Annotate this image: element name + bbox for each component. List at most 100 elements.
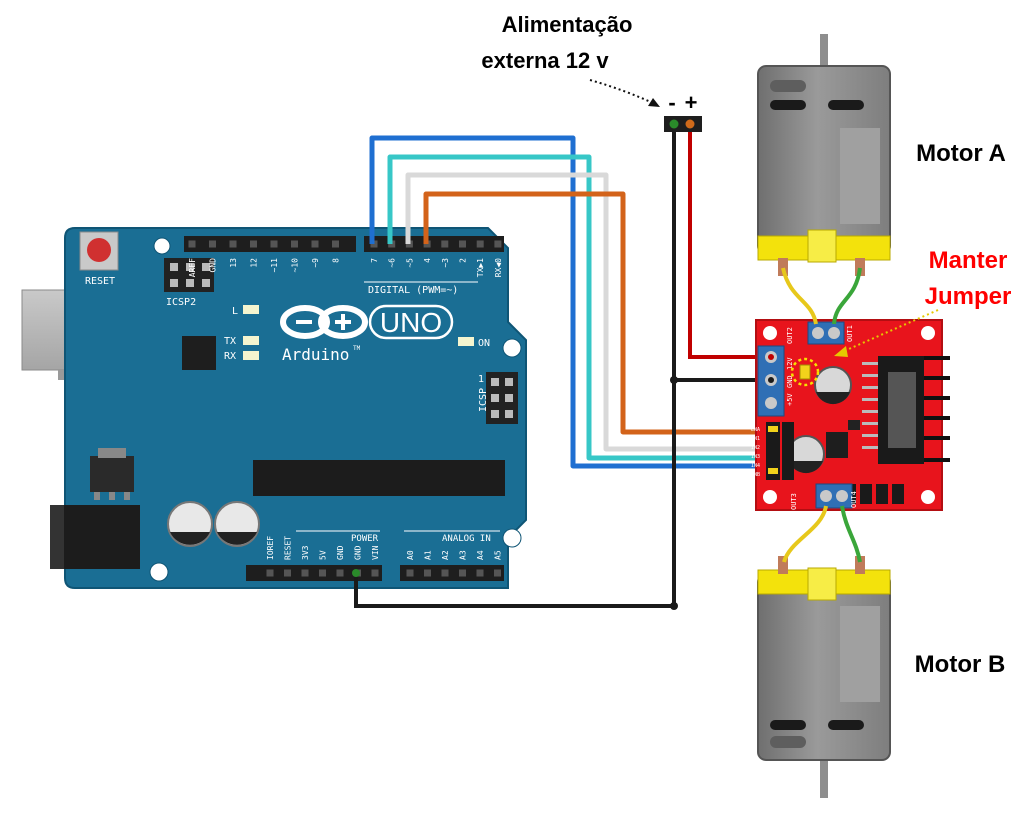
analog-pin-label: A5 bbox=[494, 550, 503, 560]
analog-pin-label: A0 bbox=[406, 550, 415, 560]
power-pin-hole bbox=[301, 569, 309, 577]
tx-label: TX bbox=[224, 336, 236, 347]
digital-pin-label: 12 bbox=[250, 258, 259, 268]
led-rx bbox=[243, 351, 259, 360]
digital-pin-hole bbox=[209, 240, 216, 248]
out1-label: OUT1 bbox=[846, 325, 854, 342]
capacitor-1 bbox=[167, 501, 213, 547]
driver-power-pin-label: 12V bbox=[786, 357, 794, 370]
icsp-header bbox=[486, 372, 518, 424]
digital-pin-hole bbox=[270, 240, 278, 248]
voltage-regulator bbox=[90, 456, 134, 492]
digital-pin-label: AREF bbox=[188, 258, 197, 277]
out2-label: OUT2 bbox=[786, 327, 794, 344]
terminal-out1-out2 bbox=[807, 321, 845, 345]
digital-pin-label: 4 bbox=[423, 258, 432, 263]
reset-button bbox=[79, 231, 119, 271]
arduino-pcb bbox=[64, 227, 527, 589]
digital-pin-hole bbox=[476, 240, 484, 248]
digital-pin-hole bbox=[229, 240, 237, 248]
digital-pin-label: GND bbox=[209, 258, 218, 273]
icsp-label: ICSP bbox=[478, 388, 489, 412]
motor-b-wire-yellow bbox=[782, 505, 828, 563]
power-pin-label: 5V bbox=[319, 550, 328, 560]
control-header bbox=[766, 422, 794, 480]
terminal-out3-out4 bbox=[815, 483, 853, 509]
wire-pin5-white bbox=[405, 172, 770, 452]
brand-text: Arduino bbox=[282, 345, 349, 364]
power-pin-label: GND bbox=[354, 545, 363, 560]
digital-header-right bbox=[364, 236, 504, 252]
power-pin-hole bbox=[371, 569, 379, 577]
power-label-line2: externa 12 v bbox=[481, 48, 609, 73]
analog-pin-label: A2 bbox=[441, 550, 450, 560]
power-label: POWER bbox=[351, 534, 379, 544]
motor-b-label: Motor B bbox=[915, 651, 1006, 678]
uno-text: UNO bbox=[380, 307, 442, 338]
icsp2-label: ICSP2 bbox=[166, 297, 196, 308]
digital-pin-hole bbox=[311, 240, 319, 248]
icsp-one: 1 bbox=[478, 374, 484, 385]
tm-text: TM bbox=[353, 345, 361, 352]
reset-label: RESET bbox=[85, 276, 115, 287]
wire-pin6-cyan bbox=[387, 154, 770, 461]
power-wires bbox=[354, 126, 770, 608]
out4-label: OUT4 bbox=[850, 491, 858, 508]
rx-label: RX bbox=[224, 351, 236, 362]
driver-control-pin-label: ENB bbox=[751, 472, 760, 478]
capacitor-2 bbox=[214, 501, 260, 547]
motor-b-wire-green bbox=[840, 505, 862, 563]
power-header bbox=[246, 565, 382, 581]
analog-pin-hole bbox=[441, 569, 449, 577]
driver-power-pin-label: GND bbox=[786, 375, 794, 388]
digital-pin-hole bbox=[188, 240, 196, 248]
driver-control-pin-label: IN2 bbox=[751, 445, 760, 451]
motor-b bbox=[757, 556, 891, 798]
jumper-highlight bbox=[790, 357, 820, 387]
led-on bbox=[458, 337, 474, 346]
digital-pin-label: 13 bbox=[229, 258, 238, 268]
wire-12v-red bbox=[688, 126, 770, 359]
driver-control-pin-label: IN3 bbox=[751, 454, 760, 460]
digital-pin-label: 7 bbox=[370, 258, 379, 263]
digital-pin-hole bbox=[459, 240, 466, 248]
analog-pin-hole bbox=[476, 569, 484, 577]
power-pin-hole bbox=[284, 569, 291, 577]
wire-pin7-blue bbox=[369, 135, 770, 469]
digital-pin-label: RX◀0 bbox=[494, 258, 503, 277]
digital-pin-label: ~3 bbox=[441, 258, 450, 268]
analog-header bbox=[400, 565, 504, 581]
analog-pin-hole bbox=[406, 569, 414, 577]
jumper-label-line2: Jumper bbox=[925, 283, 1012, 310]
power-pin-label: RESET bbox=[284, 536, 293, 560]
digital-pin-label: ~11 bbox=[270, 258, 279, 273]
digital-pin-label: ~6 bbox=[388, 258, 397, 268]
atmega-chip bbox=[253, 460, 505, 496]
driver-control-pin-label: IN4 bbox=[751, 463, 760, 469]
analog-pin-hole bbox=[424, 569, 431, 577]
wire-gnd-black bbox=[354, 126, 676, 608]
motor-a-wire-yellow bbox=[781, 267, 818, 325]
on-label: ON bbox=[478, 338, 490, 349]
analog-pin-hole bbox=[459, 569, 466, 577]
digital-pin-hole bbox=[332, 240, 339, 248]
digital-pin-label: 8 bbox=[332, 258, 341, 263]
power-pin-label: GND bbox=[336, 545, 345, 560]
motor-a-label: Motor A bbox=[916, 140, 1006, 167]
analog-pin-hole bbox=[494, 569, 501, 577]
power-arrow bbox=[589, 79, 656, 105]
analog-pin-label: A1 bbox=[424, 550, 433, 560]
led-l bbox=[243, 305, 259, 314]
jumper-5v bbox=[799, 364, 811, 380]
power-pin-label: VIN bbox=[371, 545, 380, 560]
power-pin-label: 3V3 bbox=[301, 545, 310, 560]
digital-pin-label: 2 bbox=[459, 258, 468, 263]
power-pin-label: IOREF bbox=[266, 536, 275, 560]
digital-pin-label: ~10 bbox=[291, 258, 300, 273]
led-l-label: L bbox=[232, 306, 238, 317]
power-pin-hole bbox=[336, 569, 344, 577]
driver-control-pin-label: IN1 bbox=[751, 436, 760, 442]
driver-power-pin-label: +5V bbox=[786, 393, 794, 406]
